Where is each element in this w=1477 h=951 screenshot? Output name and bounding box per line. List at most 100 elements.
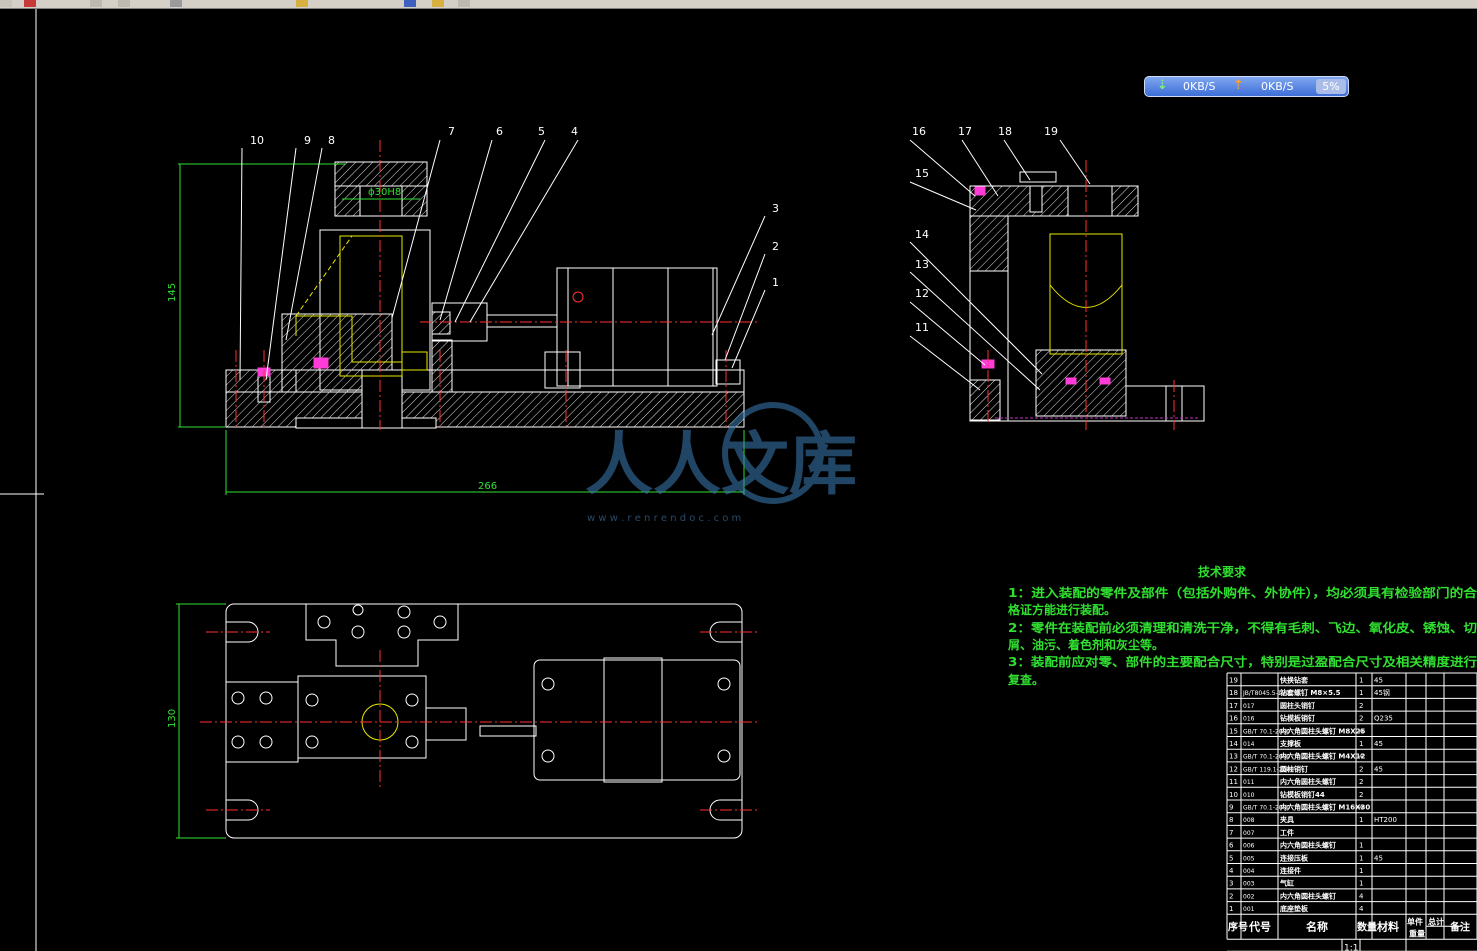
network-speed-meter[interactable]: ⇣ 0KB/S ⇡ 0KB/S 5%	[1144, 76, 1349, 97]
upload-speed: 0KB/S	[1261, 80, 1294, 93]
bom-cell-material: HT200	[1374, 816, 1397, 824]
bom-cell-index: 2	[1229, 892, 1233, 900]
bom-cell-code: GB/T 70.1-2000	[1243, 754, 1290, 761]
bom-cell-name: 内六角圆柱头螺钉	[1280, 777, 1336, 786]
bom-cell-index: 19	[1229, 677, 1238, 685]
bom-header: 单件	[1407, 916, 1423, 926]
upload-arrow-icon: ⇡	[1233, 78, 1244, 93]
tech-line: 1：进入装配的零件及部件（包括外购件、外协件），均必须具有检验部门的合	[1008, 585, 1477, 600]
bom-cell-qty: 4	[1359, 753, 1364, 761]
bom-cell-material: 45	[1374, 677, 1383, 685]
bom-cell-qty: 4	[1359, 892, 1364, 900]
bom-cell-qty: 4	[1359, 905, 1364, 913]
cylinder-top	[533, 659, 741, 781]
balloon-label: 11	[915, 321, 929, 334]
bom-cell-material: 45	[1374, 765, 1383, 773]
bom-cell-index: 8	[1229, 816, 1233, 824]
tech-line: 复查。	[1007, 672, 1044, 687]
toolbar-button[interactable]	[432, 0, 444, 7]
bom-cell-material: 45钢	[1374, 688, 1390, 697]
side-view-labels: 16 17 18 19 15 14 13 12 11	[912, 125, 1058, 334]
toolbar-button[interactable]	[24, 0, 36, 7]
bom-cell-name: 内六角圆柱头螺钉	[1280, 891, 1336, 900]
balloon-label: 15	[915, 167, 929, 180]
download-arrow-icon: ⇣	[1157, 78, 1168, 93]
tech-line: 格证方能进行装配。	[1008, 602, 1116, 617]
bom-cell-qty: 2	[1359, 791, 1363, 799]
bom-cell-index: 3	[1229, 880, 1233, 888]
front-view-labels: 10 9 8 7 6 5 4 3 2 1	[250, 125, 779, 289]
bom-cell-name: 连接压板	[1280, 853, 1309, 862]
bom-header: 备注	[1449, 920, 1470, 933]
bom-cell-name: 内六角圆柱头螺钉 M16X30	[1280, 803, 1370, 812]
toolbar-button[interactable]	[118, 0, 130, 7]
bom-cell-qty: 4	[1359, 727, 1364, 735]
balloon-label: 13	[915, 258, 929, 271]
bom-cell-index: 4	[1229, 867, 1234, 875]
bom-cell-name: 钻模板销钉	[1280, 714, 1315, 723]
dimension-height: 145	[167, 283, 178, 302]
bom-cell-name: 工件	[1280, 828, 1294, 837]
bom-cell-index: 15	[1229, 727, 1238, 735]
bom-cell-name: 内六角圆柱头螺钉 M8X25	[1280, 726, 1366, 735]
bom-cell-code: GB/T 70.1-2000	[1243, 805, 1290, 812]
bom-cell-code: GB/T 119.1-2000	[1243, 766, 1294, 773]
watermark-url: w w w . r e n r e n d o c . c o m	[587, 513, 741, 524]
bom-cell-qty: 1	[1359, 880, 1363, 888]
toolbar-button[interactable]	[404, 0, 416, 7]
base-plate-top	[225, 603, 743, 839]
toolbar-button[interactable]	[296, 0, 308, 7]
balloon-label: 17	[958, 125, 972, 138]
bom-cell-code: 016	[1243, 716, 1255, 723]
workpiece-side	[1049, 233, 1123, 355]
toolbar-button[interactable]	[458, 0, 470, 7]
balloon-label: 7	[448, 125, 455, 138]
drawing-canvas[interactable]: 10 9 8 7 6 5 4 3 2 1 145 266 ϕ30H8	[0, 9, 1477, 951]
cpu-usage: 5%	[1316, 79, 1346, 94]
bom-cell-code: 004	[1243, 868, 1255, 875]
bom-cell-index: 5	[1229, 854, 1233, 862]
bom-cell-name: 圆柱头销钉	[1280, 701, 1315, 710]
bom-header: 材料	[1377, 919, 1399, 933]
bom-cell-index: 14	[1229, 740, 1238, 748]
bom-cell-index: 13	[1229, 753, 1238, 761]
balloon-label: 4	[571, 125, 578, 138]
scale-label: 1:1	[1344, 943, 1358, 951]
toolbar-button[interactable]	[90, 0, 102, 7]
balloon-label: 14	[915, 228, 929, 241]
bom-cell-code: 017	[1243, 703, 1255, 710]
bom-cell-qty: 2	[1359, 715, 1363, 723]
balloon-label: 2	[772, 240, 779, 253]
bom-cell-material: Q235	[1374, 715, 1393, 723]
toolbar-button[interactable]	[170, 0, 182, 7]
tech-line: 3：装配前应对零、部件的主要配合尺寸，特别是过盈配合尺寸及相关精度进行	[1008, 654, 1477, 669]
bom-cell-qty: 1	[1359, 816, 1363, 824]
bom-cell-index: 7	[1229, 829, 1233, 837]
bom-cell-material: 45	[1374, 854, 1383, 862]
bom-cell-code: 001	[1243, 906, 1255, 913]
bom-cell-index: 1	[1229, 905, 1233, 913]
bom-cell-qty: 4	[1359, 804, 1364, 812]
bom-cell-name: 钻套螺钉 M8×5.5	[1280, 688, 1341, 697]
bom-cell-material: 45	[1374, 740, 1383, 748]
balloon-label: 12	[915, 287, 929, 300]
bom-cell-qty: 1	[1359, 854, 1363, 862]
balloon-label: 18	[998, 125, 1012, 138]
balloon-label: 1	[772, 276, 779, 289]
download-speed: 0KB/S	[1183, 80, 1216, 93]
balloon-label: 6	[496, 125, 503, 138]
bom-cell-code: 014	[1243, 741, 1255, 748]
bom-header: 重量	[1409, 928, 1425, 938]
bom-cell-code: 006	[1243, 843, 1255, 850]
bom-cell-index: 6	[1229, 842, 1234, 850]
bom-cell-name: 夹具	[1280, 815, 1294, 824]
front-view	[178, 139, 766, 495]
bom-cell-qty: 1	[1359, 689, 1363, 697]
toolbar-button[interactable]	[0, 0, 12, 7]
bom-cell-name: 钻模板销钉44	[1280, 790, 1325, 799]
bom-cell-index: 18	[1229, 689, 1238, 697]
bom-cell-qty: 1	[1359, 842, 1363, 850]
bom-cell-name: 内六角圆柱头螺钉	[1280, 841, 1336, 850]
bom-header: 数量	[1357, 920, 1377, 933]
bom-cell-index: 12	[1229, 765, 1238, 773]
